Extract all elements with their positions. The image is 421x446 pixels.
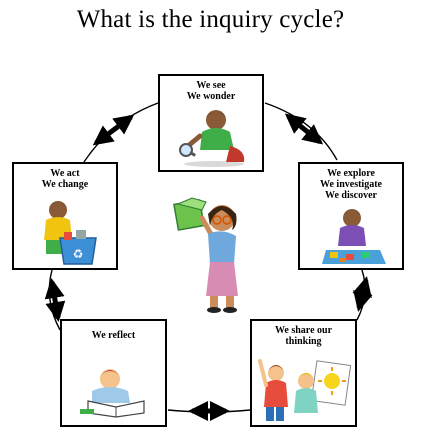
child-with-magnifying-glass-illustration [179, 110, 245, 167]
double-arrow-explore-share [352, 276, 373, 312]
stage-reflect-line-1: We reflect [91, 330, 136, 341]
stage-share-line-1: We share our [274, 325, 333, 336]
svg-text:♻: ♻ [73, 247, 84, 261]
stage-share-line-2: thinking [285, 336, 322, 347]
stage-see-line-2: We wonder [186, 91, 236, 102]
stage-box-share: We share our thinking [250, 319, 357, 427]
stage-explore-line-2: We investigate [320, 179, 382, 190]
child-recycling-illustration: ♻ [44, 201, 97, 265]
stage-explore-line-3: We discover [325, 190, 377, 201]
stage-box-see: We see We wonder [158, 74, 264, 172]
child-holding-green-box-illustration [173, 197, 238, 313]
stage-act-line-2: We change [41, 179, 89, 190]
double-arrow-see-explore [284, 113, 324, 145]
page-title: What is the inquiry cycle? [76, 6, 345, 33]
double-arrow-reflect-act [44, 278, 66, 322]
children-presenting-sun-drawing-illustration [258, 359, 352, 421]
stage-box-explore: We explore We investigate We discover [298, 162, 404, 270]
stage-box-act: We act We change ♻ [12, 162, 118, 270]
track-act-see [83, 102, 159, 163]
double-arrow-act-see [92, 114, 135, 146]
child-with-puzzle-illustration [322, 209, 386, 264]
track-see-explore [264, 102, 338, 161]
stage-box-reflect: We reflect [60, 319, 167, 427]
child-reading-book-illustration [80, 369, 145, 418]
stage-see-line-1: We see [196, 80, 226, 91]
stage-explore-line-1: We explore [327, 168, 375, 179]
stage-act-line-1: We act [50, 168, 80, 179]
